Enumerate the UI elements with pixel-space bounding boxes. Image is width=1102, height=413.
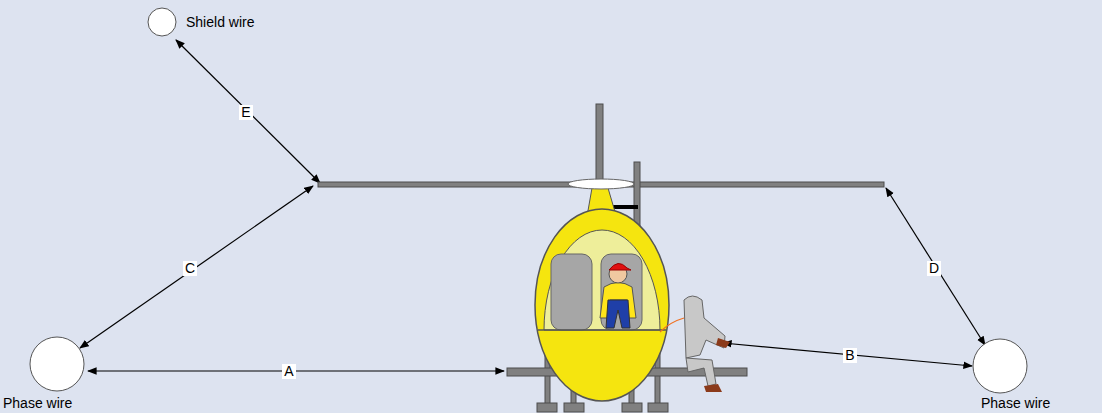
conductor-outline [147,7,177,37]
clearance-e-line [176,40,320,183]
pilot-figure [600,263,636,328]
conductor-name: Shield wire [186,14,254,30]
clearance-b-line [723,343,972,366]
clearance-letter: C [183,261,197,276]
clearance-lines [80,40,985,371]
lineman-figure [660,296,730,392]
clearance-letter: E [239,105,252,120]
conductor-circle: Phase wire [973,339,1027,393]
conductor-outline [972,338,1028,394]
conductor-outline [29,336,85,392]
conductor-circle: Shield wire [148,8,176,36]
clearance-letter: D [927,261,941,276]
clearance-letter: B [843,348,856,363]
conductor-name: Phase wire [3,395,72,411]
conductor-circle: Phase wire [30,337,84,391]
clearance-a-line [88,370,504,371]
cabin [535,209,669,401]
clearance-letter: A [282,364,295,379]
clearance-d-line [886,188,985,345]
conductor-name: Phase wire [981,395,1050,411]
clearance-c-line [80,186,313,348]
